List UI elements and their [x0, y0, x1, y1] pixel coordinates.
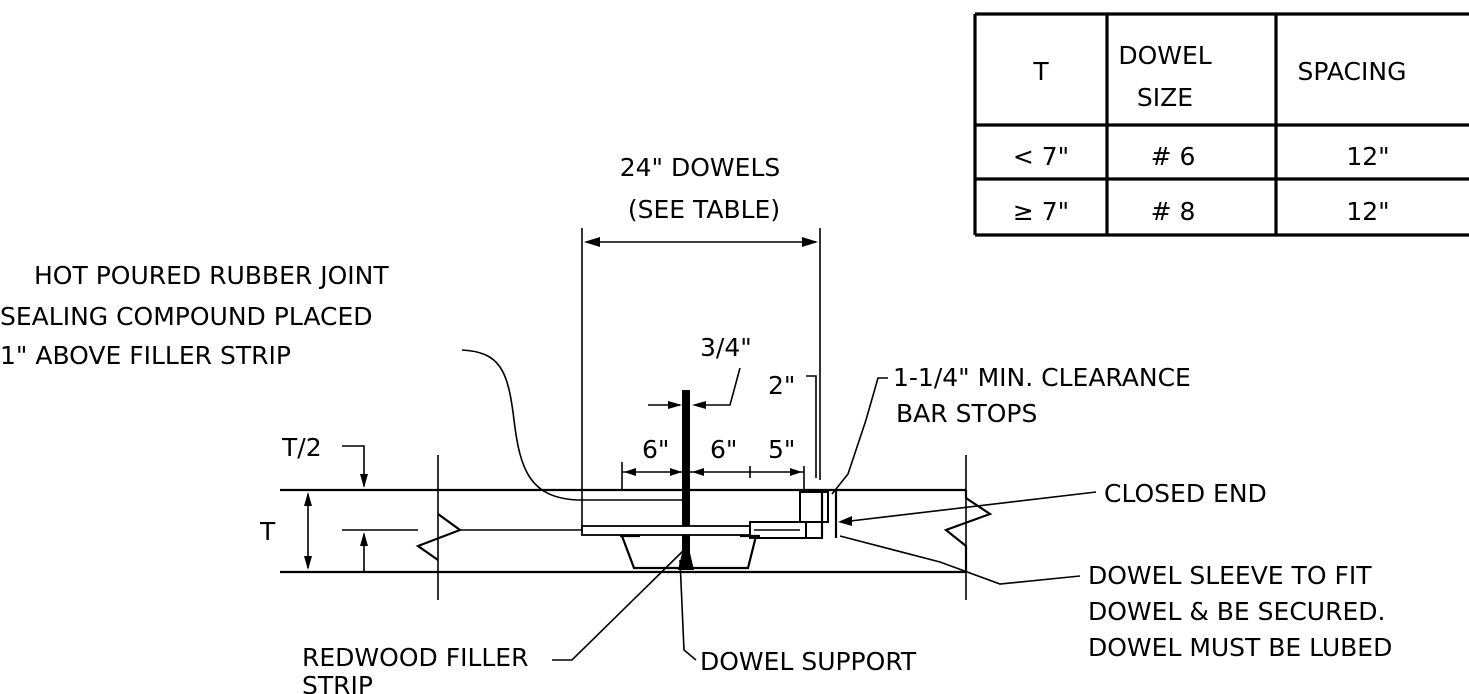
sleeve-label-3: DOWEL MUST BE LUBED — [1088, 633, 1392, 662]
dowel-support-label: DOWEL SUPPORT — [700, 647, 917, 676]
redwood-filler-note: REDWOOD FILLER STRIP — [302, 549, 685, 694]
two-inch-label: 2" — [768, 371, 795, 400]
dowel-bar — [581, 490, 838, 539]
thickness-dimensions: T/2 T — [259, 433, 368, 572]
dim-6-left: 6" — [642, 435, 669, 464]
redwood-label-2: STRIP — [302, 671, 373, 694]
table-cell: # 6 — [1151, 142, 1196, 171]
sleeve-label-1: DOWEL SLEEVE TO FIT — [1088, 561, 1372, 590]
table-header-spacing: SPACING — [1298, 57, 1407, 86]
clearance-label-1: 1-1/4" MIN. CLEARANCE — [893, 363, 1191, 392]
sleeve-label-2: DOWEL & BE SECURED. — [1088, 597, 1385, 626]
dim-5: 5" — [768, 435, 795, 464]
closed-end-label: CLOSED END — [1104, 479, 1267, 508]
concrete-slab — [280, 455, 993, 600]
dowel-support-note: DOWEL SUPPORT — [679, 559, 917, 676]
table-cell: < 7" — [1013, 142, 1069, 171]
sealing-label-3: 1" ABOVE FILLER STRIP — [0, 341, 291, 370]
see-table-label: (SEE TABLE) — [628, 195, 780, 224]
t-label: T — [259, 517, 276, 546]
three-quarter-label: 3/4" — [700, 333, 752, 362]
t-half-label: T/2 — [281, 433, 322, 462]
dowel-table: T DOWEL SIZE SPACING < 7" # 6 12" ≥ 7" #… — [973, 12, 1469, 237]
table-cell: ≥ 7" — [1013, 197, 1069, 226]
dowel-support-chair — [620, 534, 760, 570]
joint-width-dimension: 3/4" — [648, 333, 752, 409]
closed-end-note: CLOSED END — [838, 479, 1267, 526]
table-header-t: T — [1032, 57, 1049, 86]
dim-6-right: 6" — [710, 435, 737, 464]
table-cell: 12" — [1346, 142, 1389, 171]
clearance-note: 1-1/4" MIN. CLEARANCE BAR STOPS — [831, 363, 1191, 495]
dowels-label: 24" DOWELS — [620, 153, 781, 182]
table-cell: # 8 — [1151, 197, 1196, 226]
table-cell: 12" — [1346, 197, 1389, 226]
dowel-length-dimension: 24" DOWELS (SEE TABLE) — [581, 153, 821, 530]
dowel-sleeve-note: DOWEL SLEEVE TO FIT DOWEL & BE SECURED. … — [839, 535, 1392, 662]
table-header-size: SIZE — [1137, 83, 1193, 112]
sealing-compound-note: HOT POURED RUBBER JOINT SEALING COMPOUND… — [0, 261, 684, 501]
joint-filler — [678, 390, 694, 570]
table-header-dowel: DOWEL — [1118, 41, 1211, 70]
sealing-label-1: HOT POURED RUBBER JOINT — [34, 261, 389, 290]
sealing-label-2: SEALING COMPOUND PLACED — [0, 302, 373, 331]
clearance-label-2: BAR STOPS — [896, 399, 1037, 428]
two-inch-dimension: 2" — [768, 371, 817, 478]
redwood-label-1: REDWOOD FILLER — [302, 643, 528, 672]
segment-dimensions: 6" 6" 5" — [621, 435, 805, 490]
